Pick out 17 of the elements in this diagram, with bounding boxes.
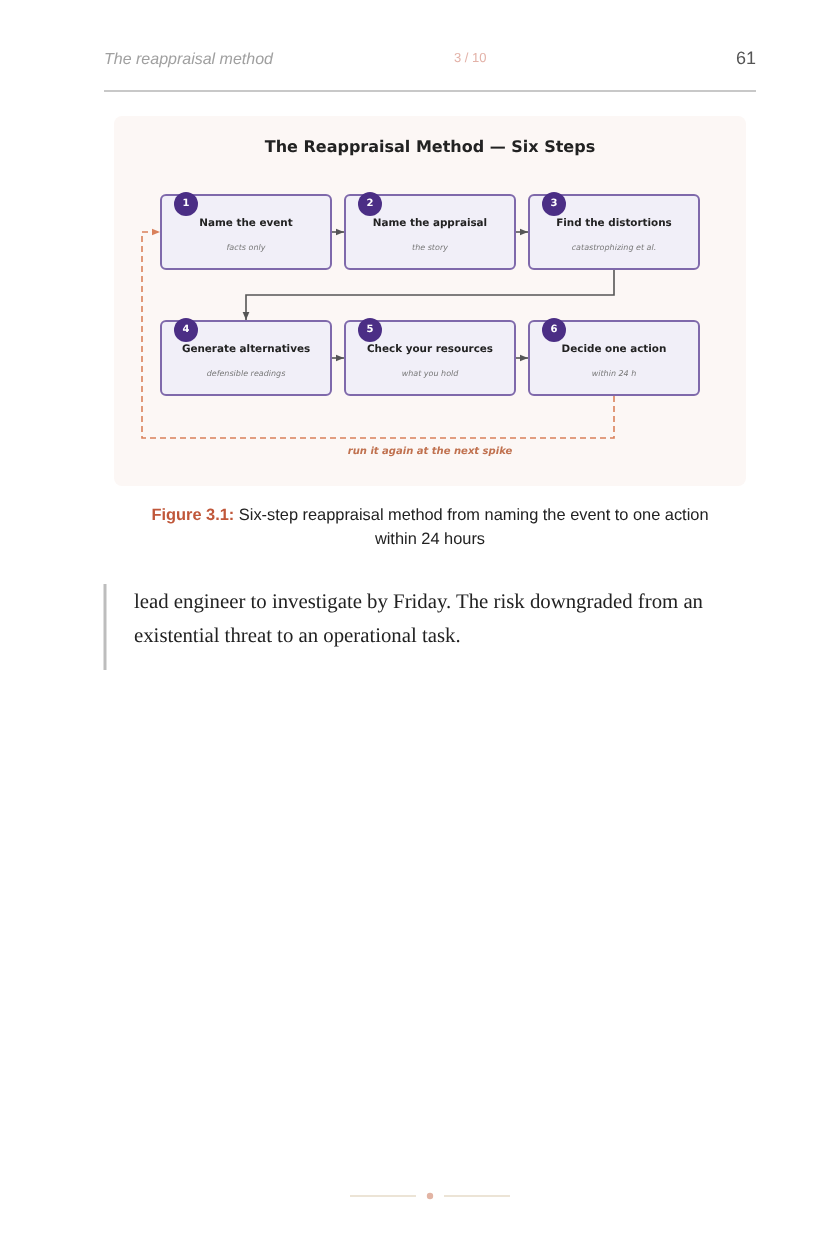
arrow bbox=[331, 354, 345, 362]
step-box bbox=[344, 320, 516, 396]
body-paragraph: lead engineer to investigate by Friday. The risk downgraded from an existential threat to an operational task. bbox=[134, 590, 706, 652]
figure-title: The Reappraisal Method — Six Steps bbox=[262, 136, 598, 158]
arrow bbox=[515, 228, 529, 236]
running-header: The reappraisal method bbox=[104, 48, 273, 70]
step-box bbox=[344, 194, 516, 270]
dashed-arrow bbox=[141, 228, 615, 439]
step-box bbox=[160, 194, 332, 270]
figure-caption: Figure 3.1: Six-step reappraisal method from naming the event to one action within 24 hours bbox=[149, 504, 711, 552]
page-number: 61 bbox=[735, 46, 756, 70]
arrow bbox=[331, 228, 345, 236]
step-box bbox=[528, 194, 700, 270]
arrow bbox=[515, 354, 529, 362]
arrow bbox=[242, 269, 615, 321]
step-box bbox=[160, 320, 332, 396]
step-box bbox=[528, 320, 700, 396]
